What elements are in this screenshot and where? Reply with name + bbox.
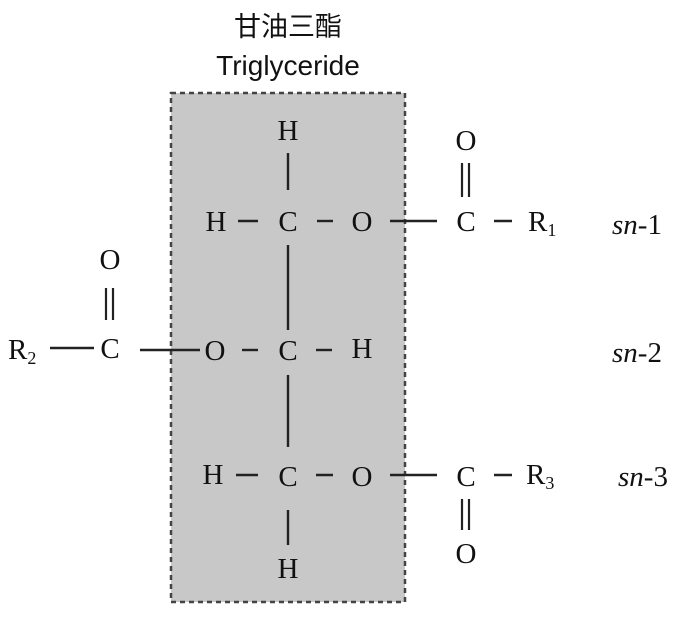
r2-group-label: R2	[8, 334, 36, 368]
atom-h-bottom: H	[278, 553, 299, 585]
title-chinese: 甘油三酯	[234, 12, 342, 43]
atom-o-sn3: O	[352, 461, 373, 493]
atom-acyl-c-sn1: C	[456, 206, 475, 238]
atom-h-sn1-left: H	[206, 206, 227, 238]
atom-h-sn3-left: H	[203, 459, 224, 491]
atom-o-sn1: O	[352, 206, 373, 238]
r3-group-label: R3	[526, 459, 554, 493]
atom-c1: C	[278, 206, 297, 238]
atom-h-top: H	[278, 115, 299, 147]
position-label-sn2: sn-2	[612, 337, 662, 369]
atom-carbonyl-o-sn3: O	[456, 538, 477, 570]
position-label-sn1: sn-1	[612, 209, 662, 241]
atom-acyl-c-sn3: C	[456, 461, 475, 493]
title-english: Triglyceride	[216, 50, 360, 81]
atom-carbonyl-o-sn2: O	[100, 244, 121, 276]
atom-carbonyl-o-sn1: O	[456, 125, 477, 157]
atom-acyl-c-sn2: C	[100, 333, 119, 365]
position-label-sn3: sn-3	[618, 461, 668, 493]
atom-o-sn2: O	[205, 335, 226, 367]
r1-group-label: R1	[528, 206, 556, 240]
atom-c2: C	[278, 335, 297, 367]
atom-c3: C	[278, 461, 297, 493]
atom-h-sn2-right: H	[352, 333, 373, 365]
